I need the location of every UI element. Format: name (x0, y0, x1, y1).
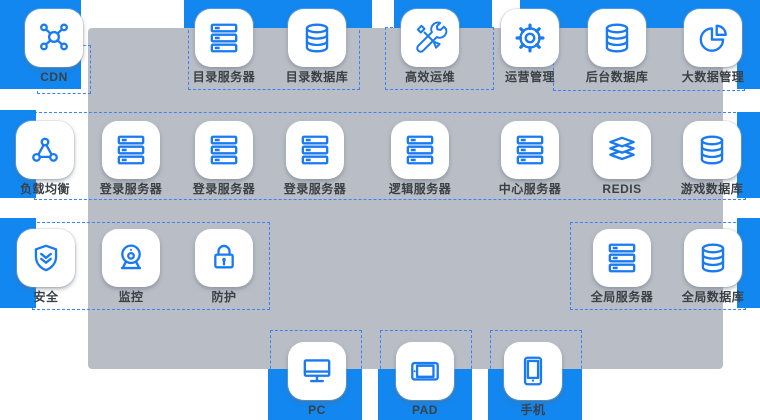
node-label: 防护 (211, 290, 237, 304)
node-label: PAD (412, 403, 438, 417)
node-logic: 逻辑服务器 (377, 121, 463, 196)
node-label: 手机 (520, 403, 546, 417)
icon-tile (593, 229, 651, 287)
node-label: 负载均衡 (19, 182, 70, 196)
icon-tile (396, 342, 454, 400)
shield-icon (34, 244, 58, 272)
phone-icon (523, 356, 543, 386)
node-mon: 监控 (88, 229, 174, 304)
database-icon (605, 23, 629, 53)
database-icon (305, 23, 329, 53)
node-cdn: CDN (11, 9, 97, 84)
icon-tile (16, 121, 74, 179)
icon-tile (288, 9, 346, 67)
icon-tile (195, 121, 253, 179)
blue-block-right-2 (737, 112, 760, 198)
node-redis: REDIS (579, 121, 665, 196)
icon-tile (391, 121, 449, 179)
icon-tile (17, 229, 75, 287)
node-global-server: 全局服务器 (579, 229, 665, 304)
node-game-db: 游戏数据库 (669, 121, 755, 196)
monitor-icon (303, 359, 331, 383)
pie-chart-icon (699, 24, 727, 52)
server-rack-icon (516, 135, 544, 165)
node-sec: 安全 (3, 229, 89, 304)
gear-icon (515, 23, 545, 53)
icon-tile (684, 229, 742, 287)
node-login1: 登录服务器 (88, 121, 174, 196)
node-label: REDIS (602, 182, 642, 196)
icon-tile (501, 9, 559, 67)
database-icon (700, 135, 724, 165)
icon-tile (504, 342, 562, 400)
node-label: 登录服务器 (283, 182, 347, 196)
node-label: CDN (40, 70, 68, 84)
server-rack-icon (210, 23, 238, 53)
webcam-icon (120, 244, 142, 270)
redis-layers-icon (609, 136, 635, 161)
node-label: 逻辑服务器 (388, 182, 452, 196)
icon-tile (102, 121, 160, 179)
tools-icon (416, 21, 448, 53)
node-label: PC (308, 403, 326, 417)
icon-tile (593, 121, 651, 179)
node-dir-server: 目录服务器 (181, 9, 267, 84)
node-global-db: 全局数据库 (670, 229, 756, 304)
node-phone: 手机 (490, 342, 576, 417)
node-bigdata: 大数据管理 (670, 9, 756, 84)
node-mgmt: 运营管理 (487, 9, 573, 84)
node-label: 目录服务器 (192, 70, 256, 84)
server-rack-icon (301, 135, 329, 165)
icon-tile (195, 9, 253, 67)
node-label: 游戏数据库 (680, 182, 744, 196)
lock-icon (214, 244, 234, 269)
node-login2: 登录服务器 (181, 121, 267, 196)
node-label: 运营管理 (504, 70, 555, 84)
tablet-icon (411, 361, 439, 381)
server-rack-icon (210, 135, 238, 165)
node-dir-db: 目录数据库 (274, 9, 360, 84)
icon-tile (25, 9, 83, 67)
node-pad: PAD (382, 342, 468, 417)
icon-tile (102, 229, 160, 287)
node-label: 登录服务器 (99, 182, 163, 196)
blue-block-right-1 (737, 0, 760, 89)
node-label: 大数据管理 (681, 70, 745, 84)
icon-tile (288, 342, 346, 400)
node-login3: 登录服务器 (272, 121, 358, 196)
node-label: 全局数据库 (681, 290, 745, 304)
node-label: 监控 (118, 290, 144, 304)
server-rack-icon (608, 243, 636, 273)
icon-tile (501, 121, 559, 179)
icon-tile (195, 229, 253, 287)
node-label: 中心服务器 (498, 182, 562, 196)
node-center: 中心服务器 (487, 121, 573, 196)
icon-tile (286, 121, 344, 179)
node-label: 全局服务器 (590, 290, 654, 304)
node-label: 目录数据库 (285, 70, 349, 84)
cdn-network-icon (40, 23, 68, 51)
node-lb: 负载均衡 (2, 121, 88, 196)
node-prot: 防护 (181, 229, 267, 304)
node-ops: 高效运维 (387, 9, 473, 84)
server-rack-icon (406, 135, 434, 165)
icon-tile (684, 9, 742, 67)
server-rack-icon (117, 135, 145, 165)
triangle-network-icon (32, 137, 58, 162)
node-backend-db: 后台数据库 (574, 9, 660, 84)
blue-block-right-3 (737, 218, 760, 308)
node-label: 高效运维 (404, 70, 455, 84)
node-label: 安全 (33, 290, 59, 304)
node-label: 后台数据库 (585, 70, 649, 84)
icon-tile (683, 121, 741, 179)
icon-tile (401, 9, 459, 67)
icon-tile (588, 9, 646, 67)
database-icon (701, 243, 725, 273)
node-label: 登录服务器 (192, 182, 256, 196)
node-pc: PC (274, 342, 360, 417)
diagram-canvas-background (88, 28, 723, 369)
